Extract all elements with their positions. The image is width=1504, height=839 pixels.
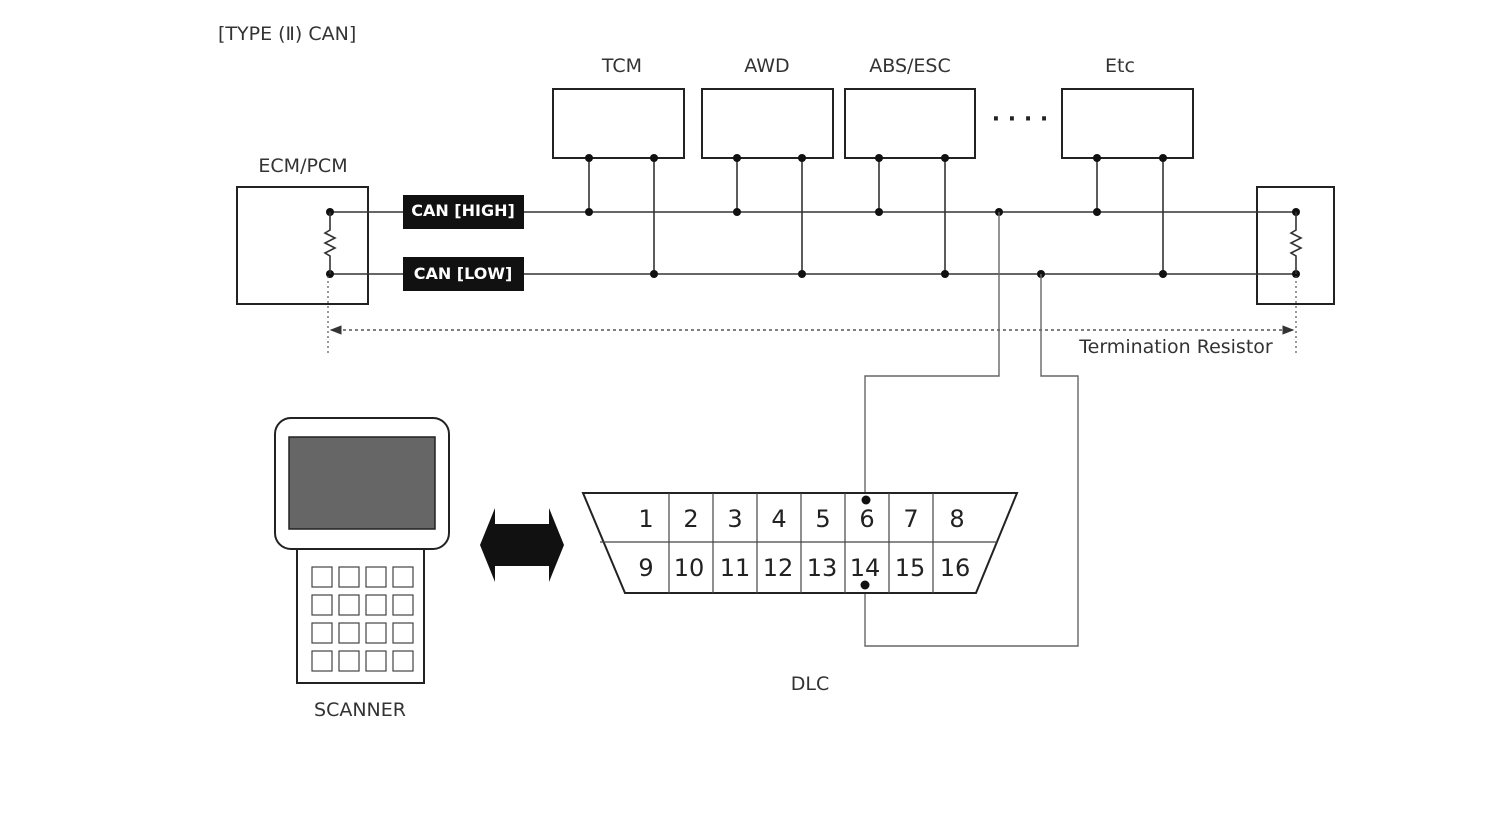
ellipsis: · · · ·: [992, 107, 1048, 132]
dlc-pin: 3: [727, 505, 742, 533]
dlc-pin: 13: [807, 554, 838, 582]
dlc-pin: 15: [895, 554, 926, 582]
scanner-device: [274, 417, 450, 684]
can-high-tag: [403, 195, 524, 229]
dlc-bottom-pins: 9 10 11 12 13 14 15 16: [638, 554, 970, 582]
dlc-connector: [581, 492, 1019, 594]
tcm-label: TCM: [601, 55, 642, 77]
dlc-pin14-wire: [864, 274, 1079, 647]
dlc-pin: 5: [815, 505, 830, 533]
right-resistor-icon: [1289, 212, 1303, 274]
awd-label: AWD: [744, 55, 789, 77]
dlc-outline: [581, 492, 1019, 594]
dlc-pin: 4: [771, 505, 786, 533]
can-high-label: CAN [HIGH]: [411, 201, 515, 220]
dlc-pin: 12: [763, 554, 794, 582]
dlc-pin: 6: [859, 505, 874, 533]
dlc-pin: 8: [949, 505, 964, 533]
bidirectional-arrow-icon: [480, 508, 564, 582]
can-low-tag: [403, 257, 524, 291]
scanner-keypad-keys: [311, 566, 414, 672]
dlc-pin: 2: [683, 505, 698, 533]
module-drops: [588, 158, 1164, 274]
dlc-pin14-dot: [860, 580, 870, 590]
scanner-screen: [288, 436, 436, 530]
dlc-pin6-dot: [861, 495, 871, 505]
dlc-pin: 16: [940, 554, 971, 582]
ecm-pcm-module: [236, 186, 369, 305]
scanner-label: SCANNER: [314, 699, 406, 721]
dlc-pin: 1: [638, 505, 653, 533]
etc-module: [1061, 88, 1194, 159]
dlc-pin: 7: [903, 505, 918, 533]
awd-module: [701, 88, 834, 159]
termination-resistor-label: Termination Resistor: [1078, 336, 1273, 358]
abs-esc-label: ABS/ESC: [869, 55, 951, 77]
etc-label: Etc: [1105, 55, 1135, 77]
ecm-pcm-label: ECM/PCM: [258, 155, 347, 177]
dlc-label: DLC: [791, 673, 829, 695]
diagram-title: [TYPE (Ⅱ) CAN]: [218, 23, 356, 45]
dlc-pin: 10: [674, 554, 705, 582]
tcm-module: [552, 88, 685, 159]
left-resistor-icon: [323, 212, 337, 274]
dlc-pin6-wire: [864, 212, 1000, 500]
dlc-pin: 9: [638, 554, 653, 582]
can-low-label: CAN [LOW]: [414, 264, 513, 283]
dlc-pin: 11: [720, 554, 751, 582]
dlc-pin: 14: [850, 554, 881, 582]
abs-esc-module: [844, 88, 976, 159]
dlc-top-pins: 1 2 3 4 5 6 7 8: [638, 505, 964, 533]
